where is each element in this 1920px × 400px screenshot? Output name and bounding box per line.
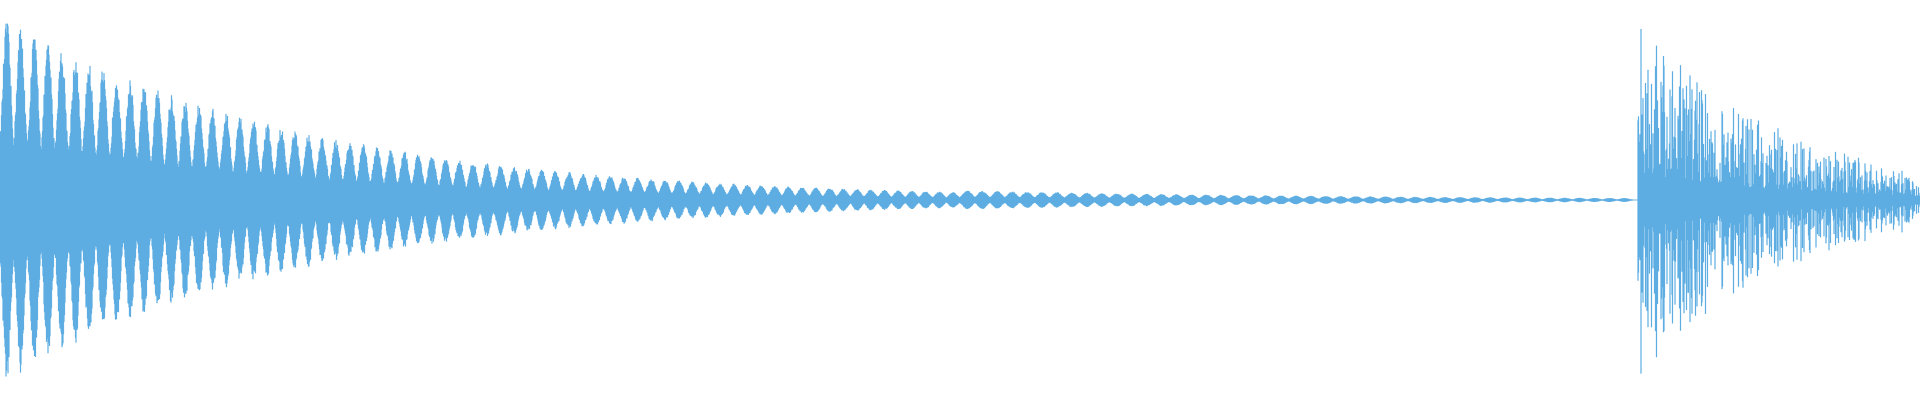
waveform-trace [0,23,1920,377]
